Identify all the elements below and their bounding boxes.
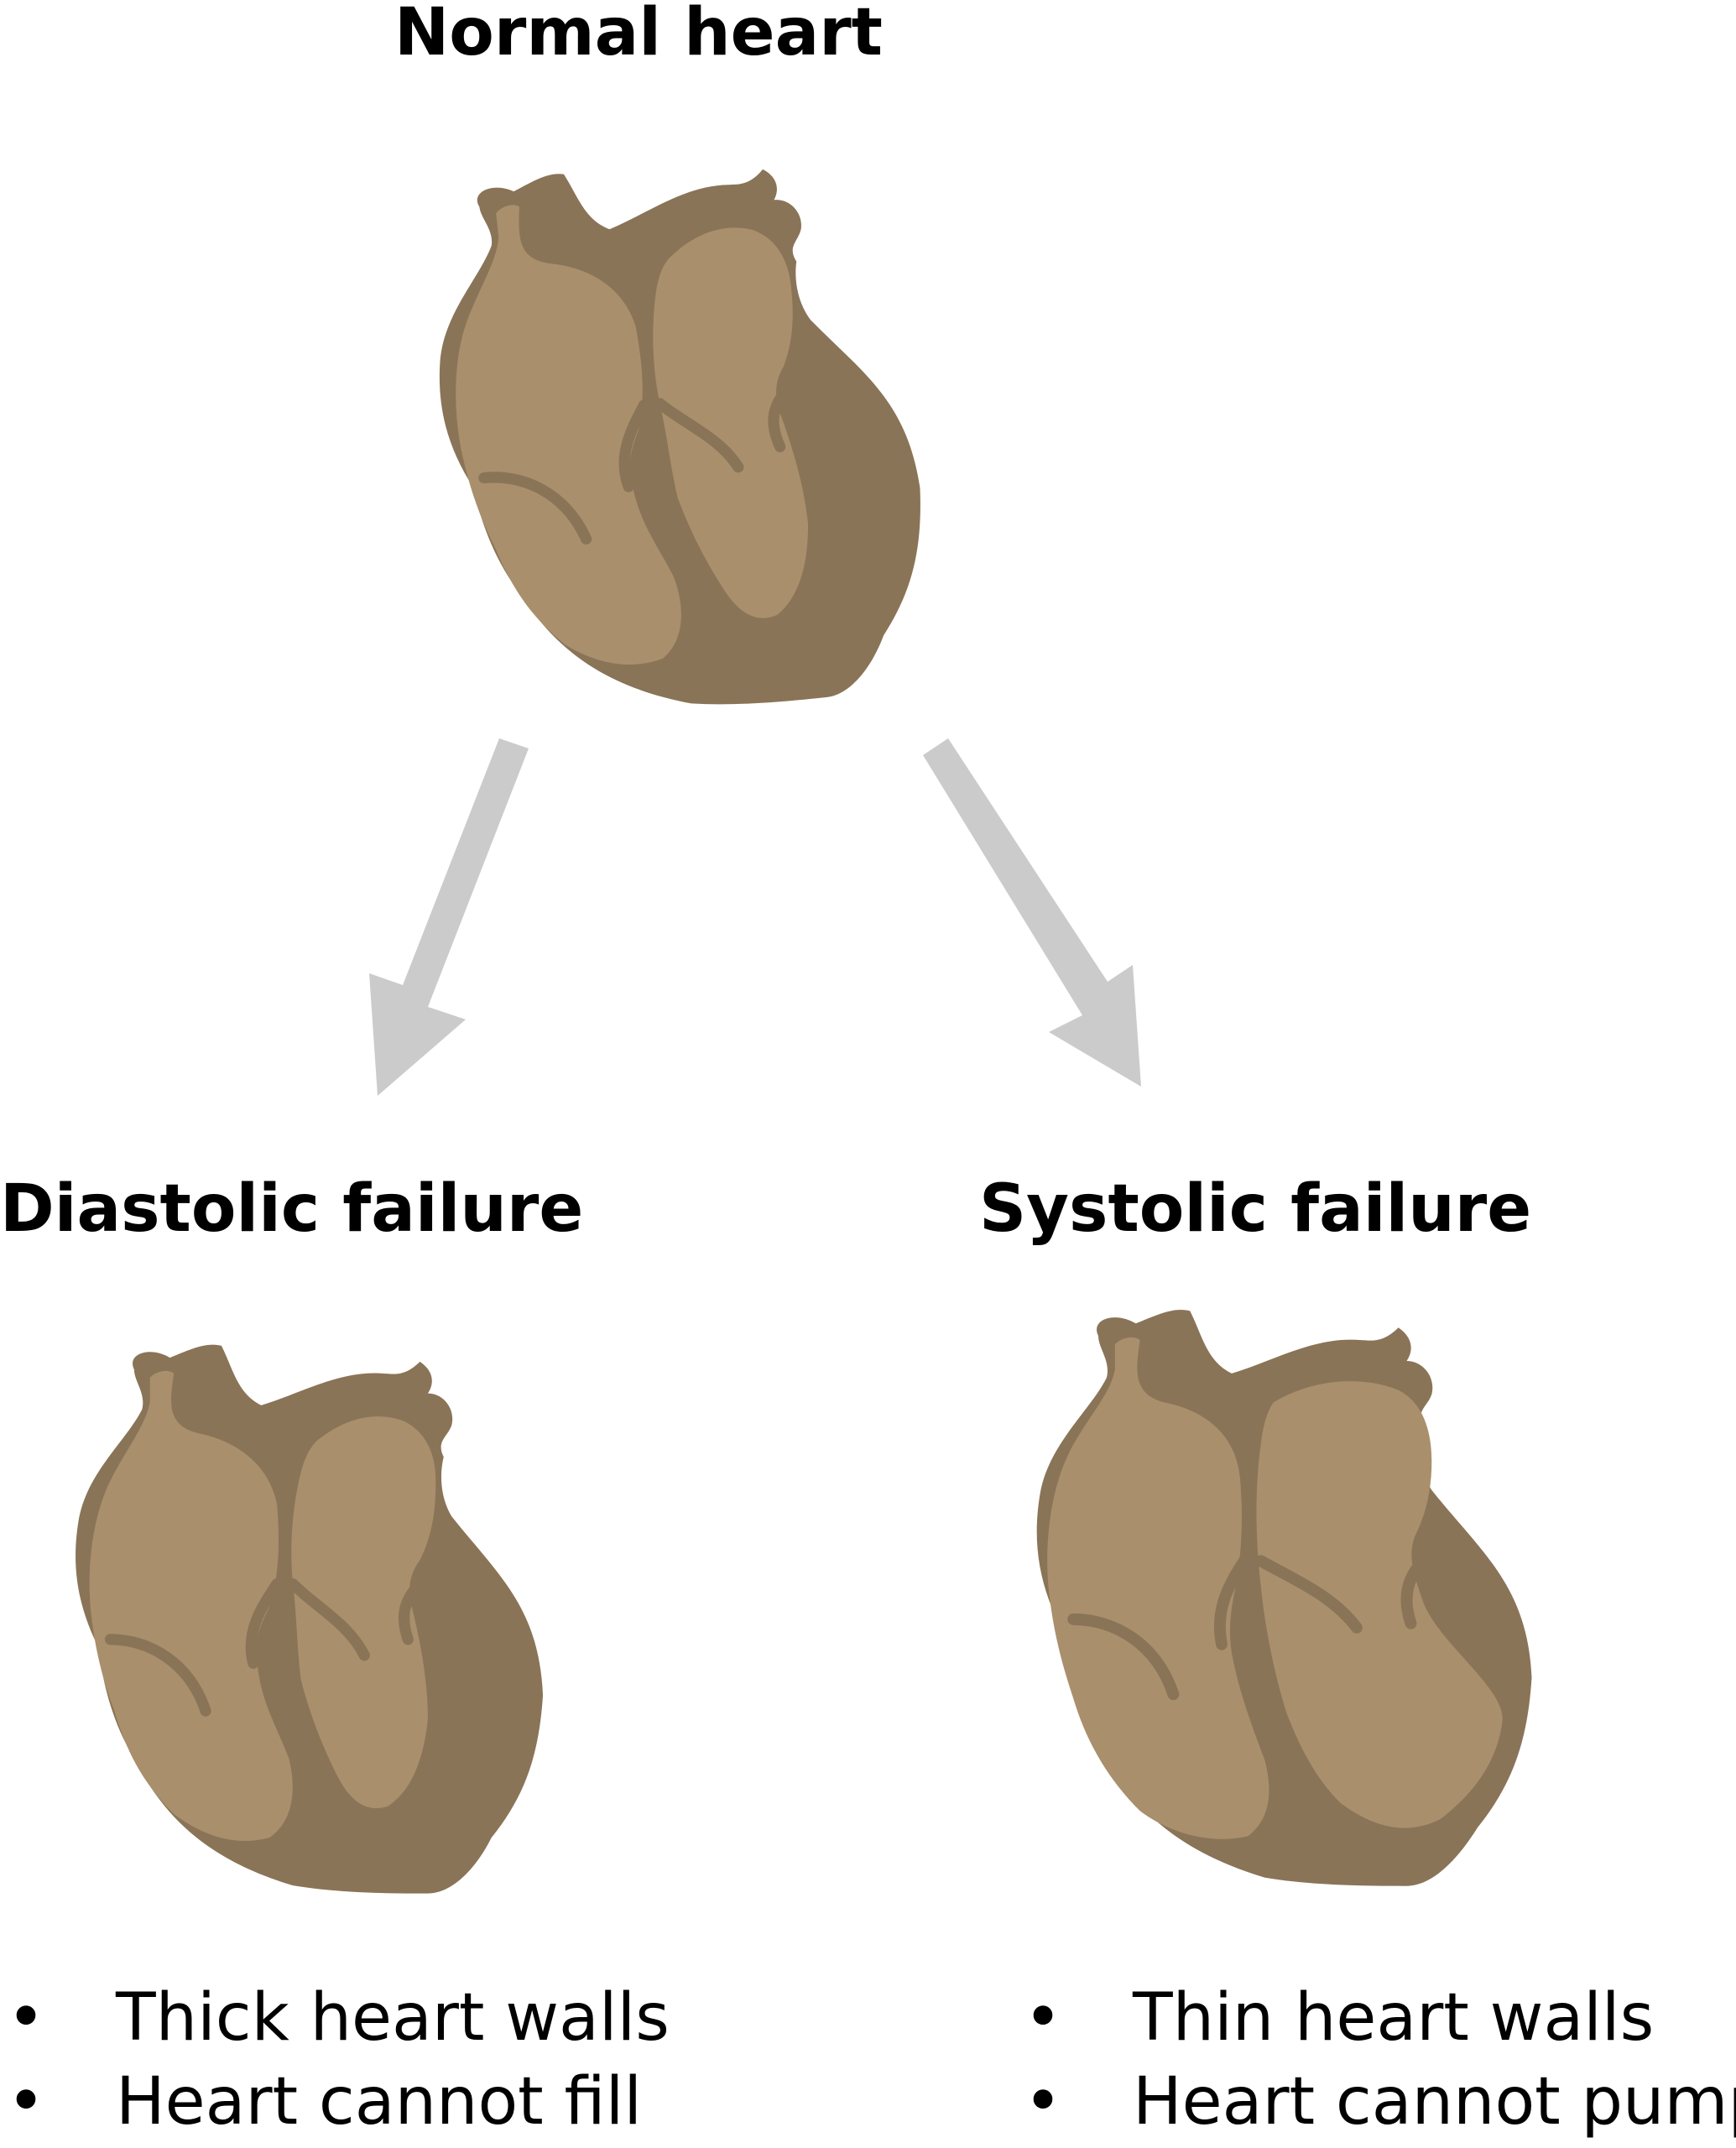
diastolic-heart-illustration [40, 1330, 577, 1917]
bullet-dot: • [1024, 1980, 1063, 2056]
diastolic-bullet-list: • Thick heart walls • Heart cannot fill [7, 1976, 670, 2144]
diastolic-bullet-text: Heart cannot fill [116, 2064, 643, 2140]
systolic-bullet-text: Heart cannot pump [1133, 2064, 1736, 2140]
diastolic-failure-title: Diastolic failure [0, 1171, 584, 1247]
list-item: • Thin heart walls [1024, 1976, 1736, 2060]
list-item: • Heart cannot fill [7, 2060, 670, 2144]
arrow-to-systolic [923, 738, 1141, 1087]
list-item: • Heart cannot pump [1024, 2060, 1736, 2144]
arrow-to-diastolic [369, 738, 529, 1096]
normal-heart-title: Normal heart [394, 0, 883, 70]
systolic-heart-illustration [1036, 1310, 1532, 1886]
systolic-failure-title: Systolic failure [979, 1171, 1532, 1247]
list-item: • Thick heart walls [7, 1976, 670, 2060]
normal-heart-illustration [411, 147, 948, 734]
bullet-dot: • [1024, 2064, 1063, 2140]
bullet-dot: • [7, 1980, 46, 2056]
diastolic-bullet-text: Thick heart walls [116, 1980, 670, 2056]
systolic-bullet-list: • Thin heart walls • Heart cannot pump [1024, 1976, 1736, 2144]
systolic-bullet-text: Thin heart walls [1133, 1980, 1655, 2056]
bullet-dot: • [7, 2064, 46, 2140]
